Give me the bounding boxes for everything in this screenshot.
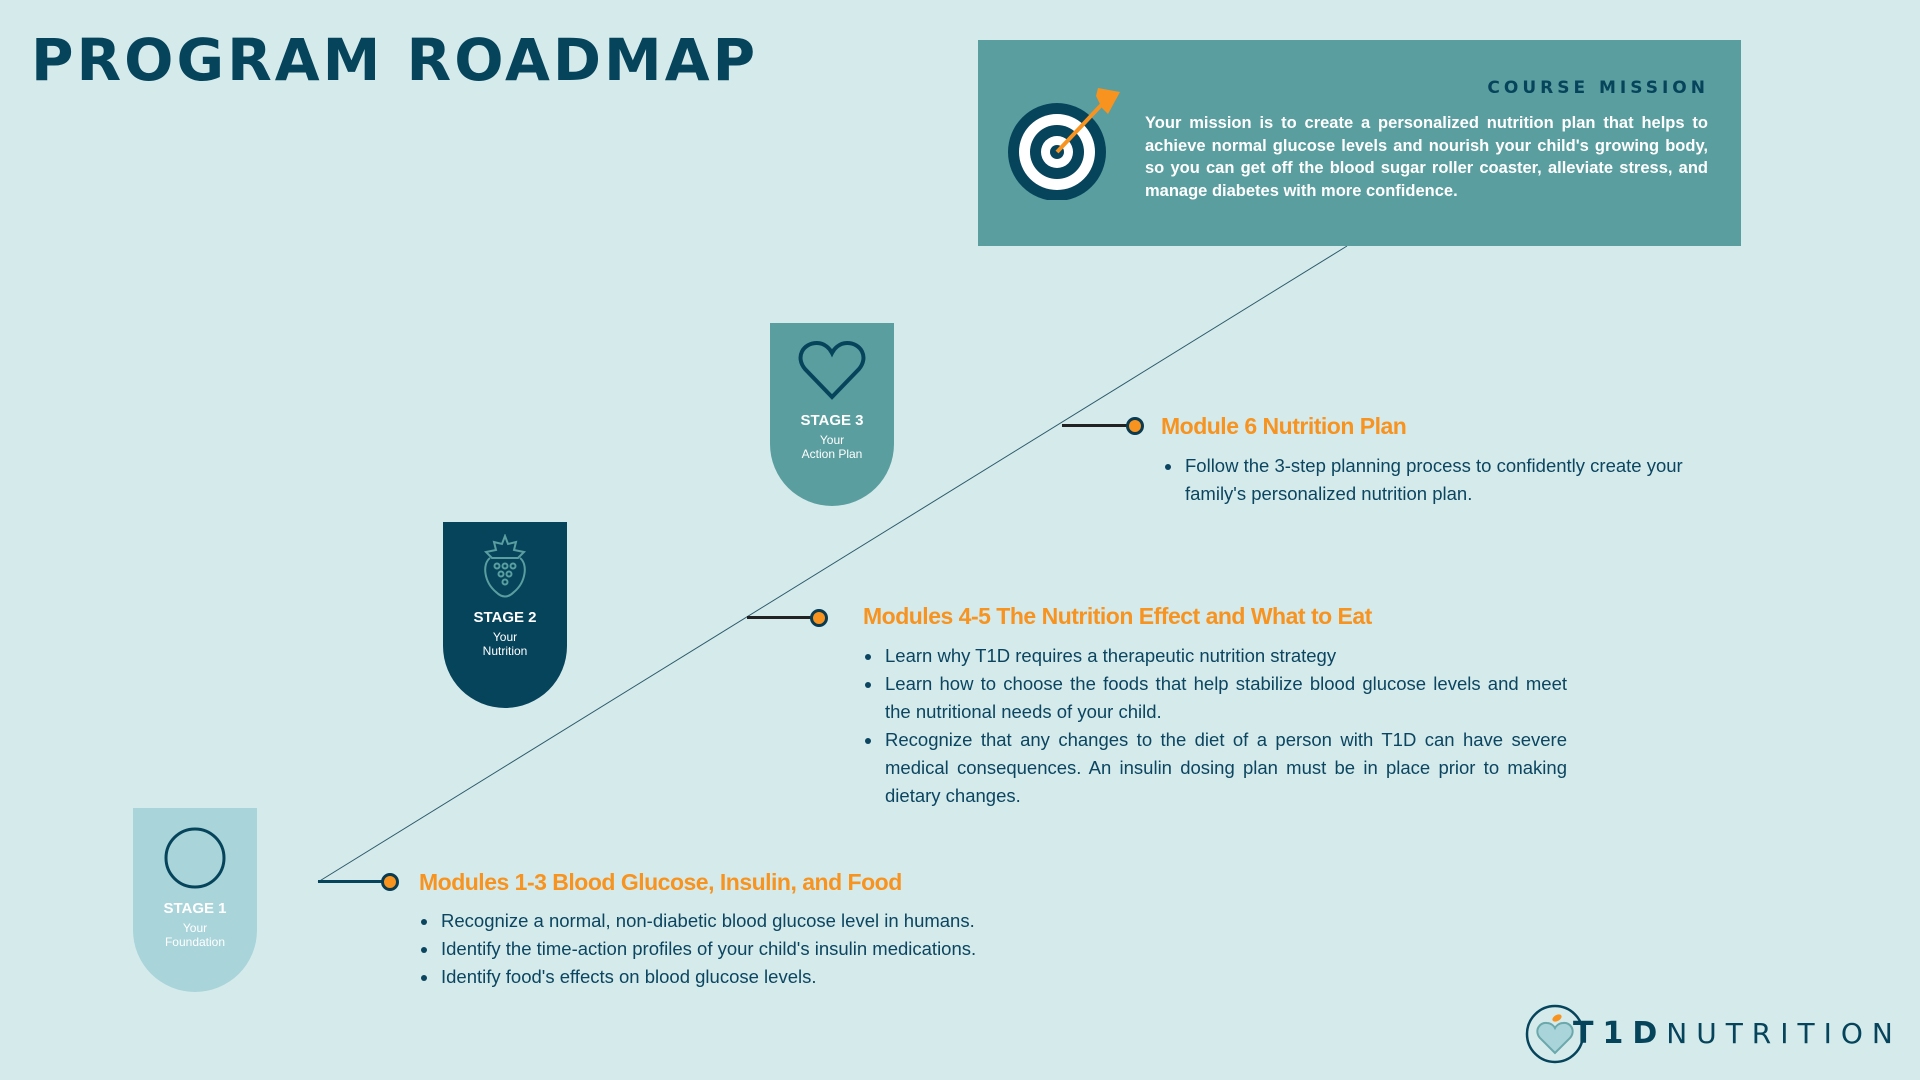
stage-label: STAGE 3 (800, 412, 864, 429)
connector-line (1062, 424, 1130, 427)
stage-sub: Your (819, 433, 845, 447)
stage-sub: Your (182, 921, 208, 935)
module-1-3-heading: Modules 1-3 Blood Glucose, Insulin, and … (419, 869, 902, 895)
stage-sub: Action Plan (801, 447, 863, 461)
module-6-heading: Module 6 Nutrition Plan (1161, 413, 1407, 439)
module-4-5-heading: Modules 4-5 The Nutrition Effect and Wha… (863, 603, 1372, 629)
module-4-5-bullets: Learn why T1D requires a therapeutic nut… (863, 642, 1567, 810)
stage-sub: Nutrition (482, 644, 528, 658)
stage-1-badge: STAGE 1 Your Foundation (133, 808, 257, 992)
milestone-dot (381, 873, 399, 891)
stage-3-badge: STAGE 3 Your Action Plan (770, 323, 894, 506)
bullet-item: Identify food's effects on blood glucose… (439, 963, 1139, 991)
logo-light: NUTRITION (1666, 1017, 1902, 1050)
module-6-bullets: Follow the 3-step planning process to co… (1163, 452, 1683, 508)
module-1-3-bullets: Recognize a normal, non-diabetic blood g… (419, 907, 1139, 991)
stage-label: STAGE 2 (473, 609, 537, 626)
logo-bold: T1D (1573, 1016, 1667, 1051)
stage-2-badge: STAGE 2 Your Nutrition (443, 522, 567, 708)
bullet-item: Recognize a normal, non-diabetic blood g… (439, 907, 1139, 935)
stage-sub: Your (492, 630, 518, 644)
bullet-item: Learn why T1D requires a therapeutic nut… (883, 642, 1567, 670)
stage-sub: Foundation (164, 935, 226, 949)
strawberry-icon (483, 533, 527, 598)
course-mission-box: COURSE MISSION Your mission is to create… (978, 40, 1741, 246)
mission-text: Your mission is to create a personalized… (1145, 114, 1708, 200)
stage-label: STAGE 1 (163, 900, 227, 917)
connector-line (747, 616, 815, 619)
mission-heading: COURSE MISSION (1487, 78, 1709, 98)
bullet-item: Follow the 3-step planning process to co… (1183, 452, 1683, 508)
connector-line (318, 880, 386, 883)
bullet-item: Identify the time-action profiles of you… (439, 935, 1139, 963)
page-title: PROGRAM ROADMAP (31, 26, 759, 94)
logo-wordmark: T1DNUTRITION (1573, 1016, 1902, 1051)
milestone-dot (1126, 417, 1144, 435)
target-arrow-icon (1008, 88, 1120, 200)
heart-icon (798, 340, 866, 400)
milestone-dot (810, 609, 828, 627)
bullet-item: Learn how to choose the foods that help … (883, 670, 1567, 726)
circle-icon (164, 827, 226, 889)
logo-apple-heart-icon (1525, 1004, 1585, 1064)
bullet-item: Recognize that any changes to the diet o… (883, 726, 1567, 810)
